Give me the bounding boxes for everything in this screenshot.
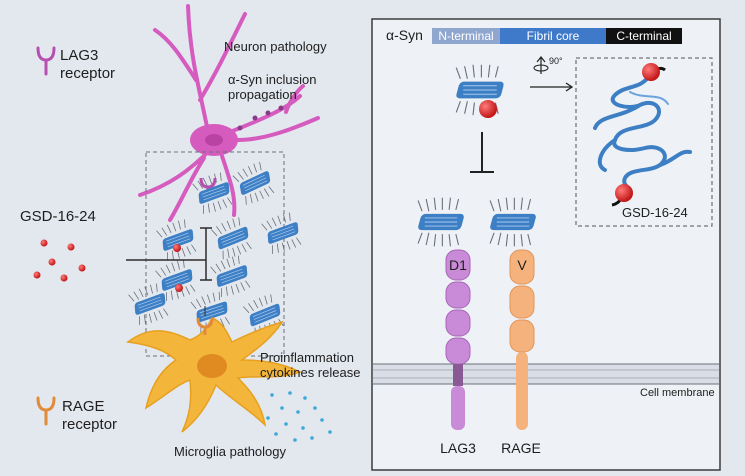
n-terminal-segment — [432, 28, 500, 44]
rage-receptor-label-1: RAGE — [62, 398, 105, 415]
gsd-compound-dots — [33, 239, 86, 282]
right-panel-frame — [371, 18, 721, 471]
rage-receptor-legend: RAGE receptor — [36, 396, 117, 433]
gsd-compound-label: GSD-16-24 — [20, 208, 96, 225]
lag3-label: LAG3 — [440, 440, 476, 456]
lag3-receptor-label-1: LAG3 — [60, 47, 98, 64]
structure-compound-top — [642, 63, 660, 81]
cytokine-dots — [266, 391, 332, 442]
neuron — [138, 4, 320, 222]
cell-membrane — [373, 363, 719, 385]
propagation-region — [145, 151, 285, 357]
microglia — [126, 306, 302, 433]
c-terminal-label: C-terminal — [616, 29, 671, 43]
rotation-arrow — [530, 82, 574, 92]
compound-sphere — [479, 100, 497, 118]
fibril-core-label: Fibril core — [527, 29, 580, 43]
d1-label: D1 — [449, 257, 467, 273]
rotation-label: 90° — [549, 56, 563, 66]
left-panel: LAG3 receptor Neuron pathology α-Syn inc… — [20, 4, 360, 459]
inclusion-propagation-label-1: α-Syn inclusion — [228, 72, 316, 87]
lag3-receptor-legend: LAG3 receptor — [36, 46, 115, 82]
c-terminal-segment — [606, 28, 682, 44]
microglia-rage-receptor-icon — [196, 317, 214, 335]
fibril-core-segment — [500, 28, 606, 44]
inclusion-propagation-label-2: propagation — [228, 87, 297, 102]
rage-receptor-label-2: receptor — [62, 416, 117, 433]
lag3-receptor-icon — [36, 46, 56, 76]
rotation-icon — [533, 56, 549, 74]
cell-membrane-label: Cell membrane — [640, 387, 715, 399]
binding-inhibition — [470, 132, 494, 173]
inhibition-line — [126, 227, 212, 281]
rage-label: RAGE — [501, 440, 541, 456]
fibril-with-compound — [454, 64, 506, 118]
protein-structure — [593, 73, 692, 197]
rage-receptor — [509, 249, 535, 430]
right-panel: α-Syn N-terminal Fibril core C-terminal … — [371, 18, 721, 471]
microglia-nucleus — [197, 354, 227, 378]
microglia-pathology-label: Microglia pathology — [174, 444, 287, 459]
v-label: V — [517, 257, 527, 273]
n-terminal-label: N-terminal — [438, 29, 493, 43]
structure-zoom-box — [575, 57, 713, 227]
lag3-receptor — [445, 249, 471, 430]
lag3-receptor-label-2: receptor — [60, 65, 115, 82]
proinflammation-label-2: cytokines release — [260, 365, 360, 380]
asyn-label: α-Syn — [386, 27, 423, 43]
proinflammation-label-1: Proinflammation — [260, 350, 354, 365]
rage-receptor-icon — [36, 396, 56, 426]
structure-gsd-label: GSD-16-24 — [622, 205, 688, 220]
fibril-cluster — [126, 158, 307, 339]
neuron-pathology-label: Neuron pathology — [224, 39, 327, 54]
structure-compound-bottom — [615, 184, 633, 202]
